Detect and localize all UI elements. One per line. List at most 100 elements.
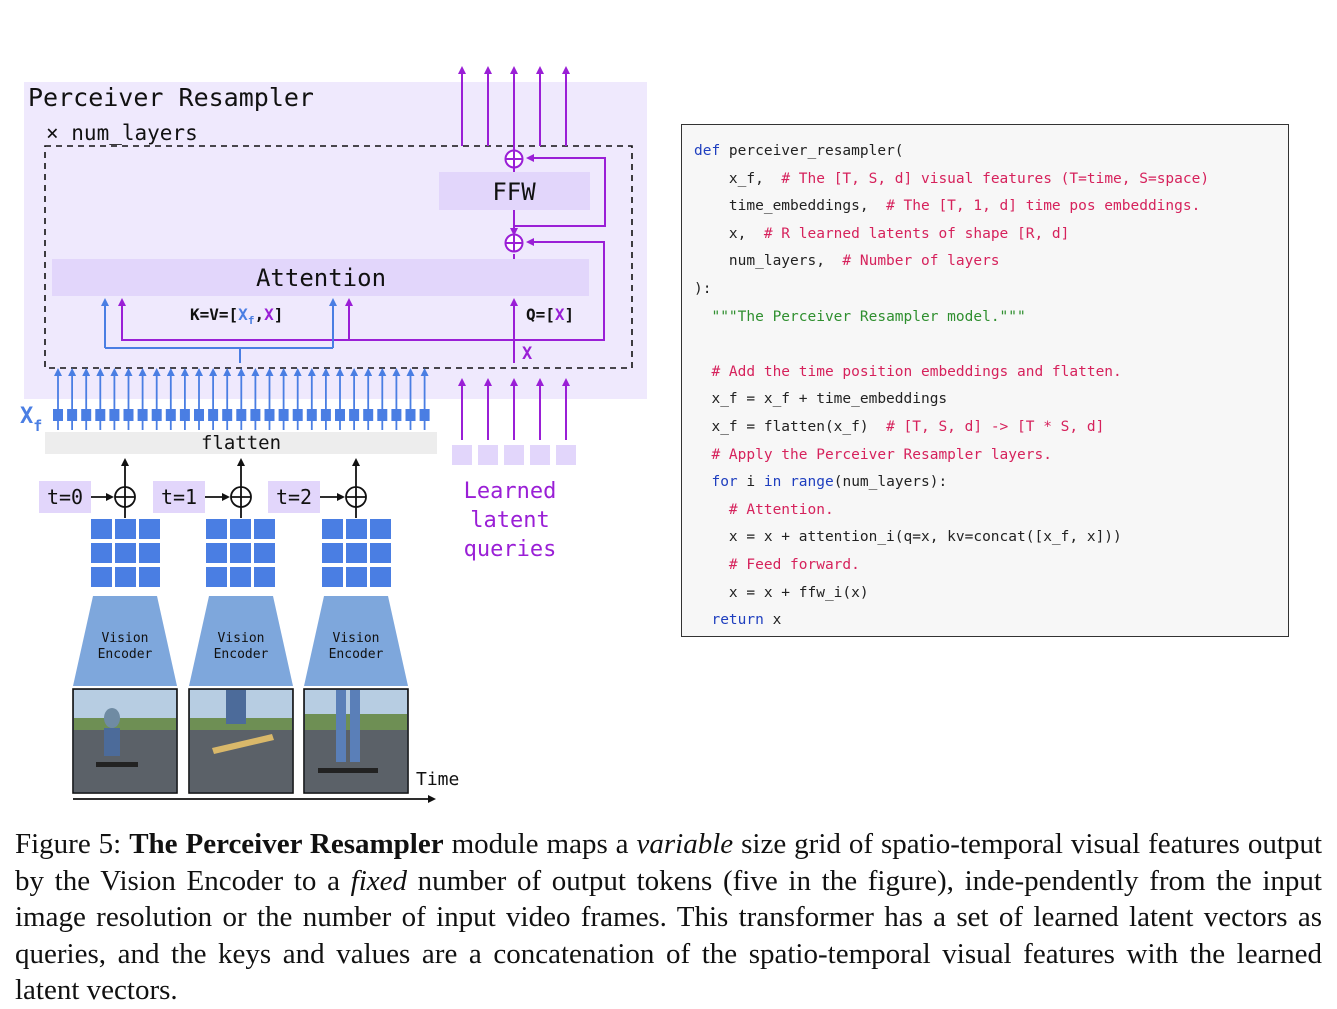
code-lines: def perceiver_resampler( x_f, # The [T, … — [694, 138, 1276, 635]
caption-italic1: variable — [636, 828, 734, 860]
code-token: ): — [694, 280, 712, 297]
feature-token — [179, 409, 190, 421]
attention-block — [52, 259, 589, 296]
code-line: ): — [694, 276, 1276, 304]
code-token — [694, 309, 711, 325]
code-line: for i in range(num_layers): — [694, 469, 1276, 497]
module-title: Perceiver Resampler — [28, 83, 314, 112]
feature-token — [165, 409, 176, 421]
xf-label: Xf — [20, 404, 42, 435]
code-token: in — [763, 474, 782, 491]
code-token: x — [763, 612, 782, 629]
feature-token — [363, 409, 374, 421]
feature-token — [236, 409, 247, 421]
code-token: return — [711, 612, 764, 629]
feature-token — [109, 409, 120, 421]
code-token: (num_layers): — [833, 474, 948, 491]
time-embedding-1 — [153, 481, 205, 513]
code-token: def — [694, 143, 721, 159]
feature-token — [419, 409, 430, 421]
feature-token — [81, 409, 92, 421]
vision-encoder-1 — [189, 596, 293, 686]
frame-column-0: t=0 Vision Encoder — [39, 458, 178, 794]
code-line: # Feed forward. — [694, 552, 1276, 580]
time-label-0: t=0 — [47, 485, 83, 509]
code-token: for — [711, 474, 738, 491]
feature-token — [53, 409, 63, 421]
flatten-block — [45, 432, 437, 454]
code-token: # Add the time position embeddings and f… — [711, 363, 1122, 380]
code-line: # Apply the Perceiver Resampler layers. — [694, 442, 1276, 470]
encoder-label-2b: Encoder — [329, 647, 384, 662]
code-token: time_embeddings, — [694, 198, 887, 215]
perceiver-diagram: Perceiver Resampler × num_layers FFW Att… — [20, 66, 647, 803]
figure-caption: Figure 5: The Perceiver Resampler module… — [15, 826, 1322, 1009]
code-token: # The [T, 1, d] time pos embeddings. — [886, 198, 1201, 215]
video-frame-1 — [188, 688, 294, 794]
code-token — [694, 364, 711, 380]
code-line: # Add the time position embeddings and f… — [694, 359, 1276, 387]
encoder-label-1b: Encoder — [214, 647, 269, 662]
learned-latent-arrows — [458, 378, 570, 440]
encoder-label-1a: Vision — [218, 631, 265, 646]
x-latent-label: X — [522, 344, 533, 364]
code-token: x = x + ffw_i(x) — [694, 584, 869, 601]
code-token: # [T, S, d] -> [T * S, d] — [886, 418, 1105, 435]
feature-grid-2 — [322, 519, 391, 587]
ffw-block — [439, 172, 590, 210]
module-background — [24, 82, 647, 399]
feature-token — [292, 409, 303, 421]
caption-part2: size grid of spatio-temporal visual feat… — [15, 828, 1322, 897]
code-line: x_f = x_f + time_embeddings — [694, 386, 1276, 414]
caption-part1: module maps a — [443, 828, 637, 860]
caption-bold: The Perceiver Resampler — [129, 828, 444, 860]
feature-token — [250, 409, 261, 421]
caption-part3: number of output tokens (five in the fig… — [15, 864, 1322, 1007]
code-line: # Attention. — [694, 497, 1276, 525]
attention-label: Attention — [256, 264, 386, 292]
time-label-1: t=1 — [161, 485, 197, 509]
code-line: time_embeddings, # The [T, 1, d] time po… — [694, 193, 1276, 221]
feature-grid-0 — [91, 519, 160, 587]
feature-token — [306, 409, 317, 421]
feature-token — [349, 409, 360, 421]
vision-encoder-0 — [73, 596, 177, 686]
frame-column-2: t=2 Vision Encoder — [268, 458, 409, 794]
code-token: # R learned latents of shape [R, d] — [763, 225, 1070, 242]
code-line: def perceiver_resampler( — [694, 138, 1276, 166]
code-token: x_f, — [694, 170, 782, 187]
caption-italic2: fixed — [350, 864, 407, 897]
encoder-label-2a: Vision — [333, 631, 380, 646]
code-line: x = x + ffw_i(x) — [694, 580, 1276, 608]
code-token — [694, 474, 711, 490]
output-arrows — [458, 66, 570, 146]
num-layers-label: × num_layers — [46, 121, 198, 145]
encoder-label-0a: Vision — [102, 631, 149, 646]
code-token: i — [737, 474, 764, 491]
encoder-label-0b: Encoder — [98, 647, 153, 662]
flatten-label: flatten — [201, 432, 281, 454]
feature-token — [194, 409, 204, 421]
code-token — [694, 612, 711, 628]
code-token — [694, 557, 729, 573]
feature-token — [137, 409, 148, 421]
code-line: x = x + attention_i(q=x, kv=concat([x_f,… — [694, 524, 1276, 552]
video-frame-0 — [72, 688, 178, 794]
frame-columns: t=0 Vision Encoder — [39, 458, 409, 794]
feature-token — [67, 409, 78, 421]
ffw-label: FFW — [492, 178, 536, 206]
feature-token — [151, 409, 162, 421]
code-block: def perceiver_resampler( x_f, # The [T, … — [681, 124, 1289, 637]
caption-prefix: Figure 5: — [15, 828, 130, 860]
code-token: # Apply the Perceiver Resampler layers. — [711, 446, 1052, 463]
time-axis-label: Time — [416, 769, 459, 790]
code-token: # The [T, S, d] visual features (T=time,… — [781, 170, 1210, 187]
feature-token — [391, 409, 402, 421]
feature-token — [264, 409, 275, 421]
code-token: range — [790, 474, 834, 491]
code-token: x = x + attention_i(q=x, kv=concat([x_f,… — [694, 529, 1122, 546]
feature-grid-1 — [206, 519, 275, 587]
code-line: num_layers, # Number of layers — [694, 248, 1276, 276]
code-line: x_f, # The [T, S, d] visual features (T=… — [694, 166, 1276, 194]
code-token: # Number of layers — [842, 253, 1000, 270]
